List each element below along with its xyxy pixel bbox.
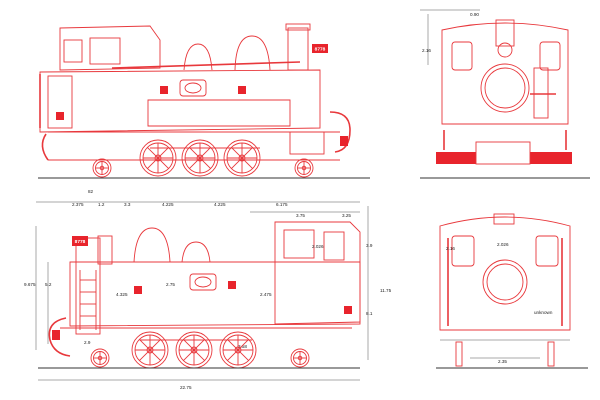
marker-square bbox=[228, 281, 236, 289]
driving-wheel bbox=[223, 139, 261, 177]
side-view-top: 8778 bbox=[38, 23, 370, 179]
dim-label: 3.3 bbox=[124, 202, 131, 207]
dim-label: 2.75 bbox=[166, 282, 175, 287]
dim-label: 9.675 bbox=[24, 282, 36, 287]
front-coupler bbox=[475, 141, 531, 165]
marker-square bbox=[160, 86, 168, 94]
rear-view: 2.16 2.026 unknown 2.35 bbox=[436, 213, 588, 369]
dim-label: 4.225 bbox=[162, 202, 174, 207]
cab-window bbox=[89, 37, 121, 65]
number-plate bbox=[312, 44, 328, 53]
dim-label: 8.1 bbox=[366, 311, 373, 316]
handrail bbox=[111, 61, 301, 69]
wheel-rear bbox=[455, 341, 463, 367]
number-plate-text: 8778 bbox=[315, 47, 326, 53]
dim-label: 6.175 bbox=[276, 202, 288, 207]
emblem-oval bbox=[184, 82, 202, 94]
marker-square bbox=[238, 86, 246, 94]
driving-wheel bbox=[131, 331, 169, 369]
dim-label: 3.25 bbox=[342, 213, 351, 218]
pony-wheel bbox=[294, 158, 314, 178]
dim-label: 2.16 bbox=[446, 246, 455, 251]
roof-vent bbox=[493, 213, 515, 225]
smokebox-door bbox=[480, 63, 530, 113]
pony-wheel bbox=[290, 348, 310, 368]
dim-label: 2.35 bbox=[498, 359, 507, 364]
dim-label: 3.75 bbox=[296, 213, 305, 218]
sand-dome bbox=[181, 241, 211, 263]
cab-rear-outline bbox=[439, 216, 571, 331]
rear-buffer-beam bbox=[41, 133, 49, 161]
chimney bbox=[97, 235, 113, 265]
emblem bbox=[189, 273, 217, 291]
steam-dome bbox=[133, 227, 171, 263]
dim-label: 2.375 bbox=[72, 202, 84, 207]
cab-door-window bbox=[63, 39, 83, 63]
pony-wheel bbox=[90, 348, 110, 368]
marker-square bbox=[134, 286, 142, 294]
side-view-bottom: 82 2.375 1.2 3.3 4.225 4.225 6.175 3.75 … bbox=[24, 189, 392, 390]
dim-label: 11.75 bbox=[380, 288, 392, 293]
front-view: 0.90 2.16 bbox=[420, 9, 590, 179]
dim-label: 2.026 bbox=[312, 244, 324, 249]
dim-label: 2.16 bbox=[422, 48, 431, 53]
smokebox-ring bbox=[484, 67, 526, 109]
front-buffer bbox=[340, 136, 348, 146]
front-ladder bbox=[533, 67, 549, 119]
dim-label: 22.75 bbox=[180, 385, 192, 390]
note-label: unknown bbox=[534, 310, 553, 315]
number-plate-text: 8778 bbox=[75, 239, 86, 245]
cab-outline bbox=[59, 25, 161, 71]
side-tank-outline bbox=[69, 261, 361, 327]
sand-dome bbox=[183, 43, 213, 71]
cab-front-outline bbox=[441, 22, 569, 125]
driving-wheel bbox=[175, 331, 213, 369]
cab-front-window bbox=[539, 41, 561, 71]
cab-rear-window bbox=[323, 231, 345, 261]
marker-square bbox=[344, 306, 352, 314]
headlamp bbox=[497, 42, 513, 58]
dim-label: 3.58 bbox=[238, 344, 247, 349]
front-buffer bbox=[52, 330, 60, 340]
dim-label: 4.325 bbox=[116, 292, 128, 297]
dim-label: 1.2 bbox=[98, 202, 105, 207]
front-buffer-beam bbox=[48, 317, 71, 357]
dim-label: 5.2 bbox=[45, 282, 52, 287]
buffer-beam-right bbox=[530, 152, 572, 164]
dim-label: 0.90 bbox=[470, 12, 479, 17]
front-buffer-beam bbox=[329, 111, 351, 153]
cylinder bbox=[289, 131, 325, 155]
cab-window bbox=[283, 229, 315, 259]
chimney-front bbox=[495, 19, 515, 47]
driving-wheel bbox=[219, 331, 257, 369]
dim-label: 2.026 bbox=[497, 242, 509, 247]
dim-label: 2.475 bbox=[260, 292, 272, 297]
pony-wheel bbox=[92, 158, 112, 178]
cab-front-window bbox=[451, 41, 473, 71]
bunker-outline bbox=[482, 259, 528, 305]
driving-wheel bbox=[139, 139, 177, 177]
bunker-ring bbox=[486, 263, 524, 301]
emblem-oval bbox=[194, 276, 212, 288]
dim-label: 3.9 bbox=[366, 243, 373, 248]
dim-label: 4.225 bbox=[214, 202, 226, 207]
steam-dome bbox=[234, 35, 271, 71]
number-plate bbox=[72, 236, 88, 246]
dim-label: 2.9 bbox=[84, 340, 91, 345]
chimney-cap bbox=[285, 23, 311, 31]
emblem bbox=[179, 79, 207, 97]
side-tank-outline bbox=[39, 69, 321, 133]
bunker-panel bbox=[47, 75, 73, 129]
buffer-beam-left bbox=[436, 152, 476, 164]
dim-label: 82 bbox=[88, 189, 94, 194]
cab-rear-window bbox=[451, 235, 475, 267]
driving-wheel bbox=[181, 139, 219, 177]
chimney bbox=[287, 27, 309, 71]
wheel-rear bbox=[547, 341, 555, 367]
marker-square bbox=[56, 112, 64, 120]
cab-rear-window bbox=[535, 235, 559, 267]
water-tank-panel bbox=[147, 99, 291, 127]
